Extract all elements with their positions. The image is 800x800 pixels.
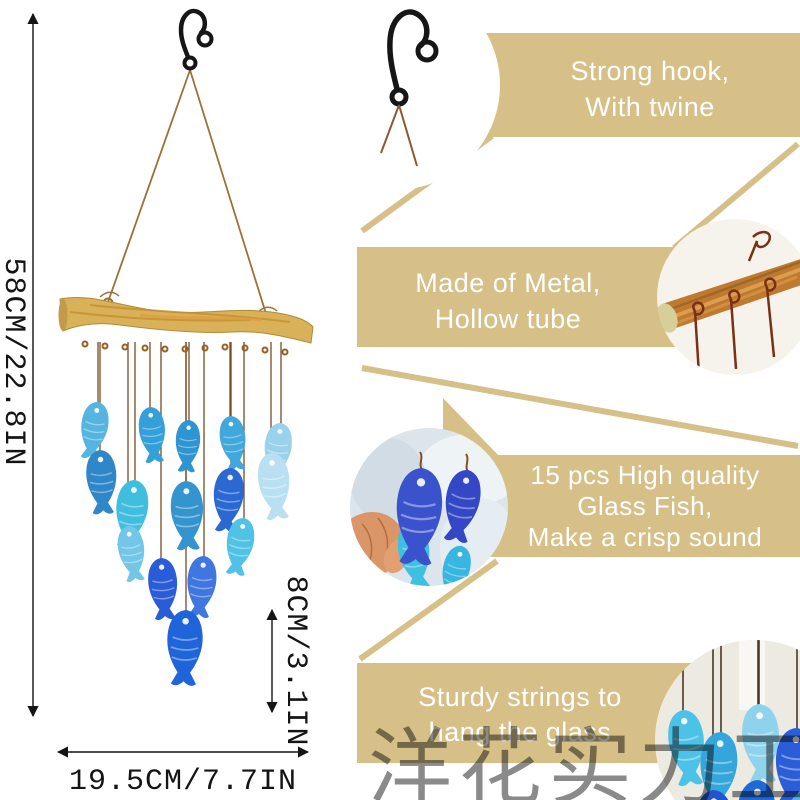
caption-line: Sturdy strings to xyxy=(418,682,622,712)
caption-line: Strong hook, xyxy=(570,56,730,86)
wooden-branch xyxy=(58,296,314,344)
caption-line: Glass Fish, xyxy=(577,491,713,521)
branch-detail-circle xyxy=(657,219,800,375)
callout-banner-hook xyxy=(455,33,800,137)
s-hook-detail-illustration xyxy=(380,9,439,167)
branch-hook-eyes xyxy=(81,340,289,356)
hook-detail-circle xyxy=(290,0,500,190)
caption-line: With twine xyxy=(585,92,715,122)
width-dimension-label: 19.5CM/7.7IN xyxy=(69,765,297,799)
callout-banner-strings xyxy=(357,663,710,763)
height-dimension-label: 58CM/22.8IN xyxy=(0,257,30,466)
twine-strings xyxy=(99,69,278,324)
caption-line: 15 pcs High quality xyxy=(530,460,760,490)
hook-detail-twine xyxy=(380,104,418,167)
hand-fish-detail-circle xyxy=(350,428,508,586)
caption-line: Make a crisp sound xyxy=(527,522,763,552)
caption-fish: 15 pcs High quality Glass Fish, Make a c… xyxy=(490,460,800,553)
caption-tube: Made of Metal, Hollow tube xyxy=(360,265,656,337)
caption-line: Made of Metal, xyxy=(415,268,601,298)
s-hook-illustration xyxy=(178,8,214,71)
glass-fish-cluster xyxy=(76,399,295,688)
fish-size-dimension-label: 8CM/3.1IN xyxy=(278,575,312,746)
caption-line: hang the glass xyxy=(428,717,612,747)
chime-detail-circle xyxy=(655,640,800,800)
caption-strings: Sturdy strings to hang the glass xyxy=(362,680,678,750)
hand-fish-photo xyxy=(350,434,508,586)
dimension-annotations xyxy=(27,12,310,758)
watermark-text: 洋花实力工厂 xyxy=(368,719,800,800)
callout-banner-tube xyxy=(357,247,700,347)
caption-hook: Strong hook, With twine xyxy=(500,53,800,125)
branch-detail-photo xyxy=(657,230,800,375)
wire-hooks xyxy=(692,230,777,375)
chime-detail-photo xyxy=(664,640,800,800)
callout-banner-fish xyxy=(480,455,800,557)
caption-line: Hollow tube xyxy=(434,304,582,334)
